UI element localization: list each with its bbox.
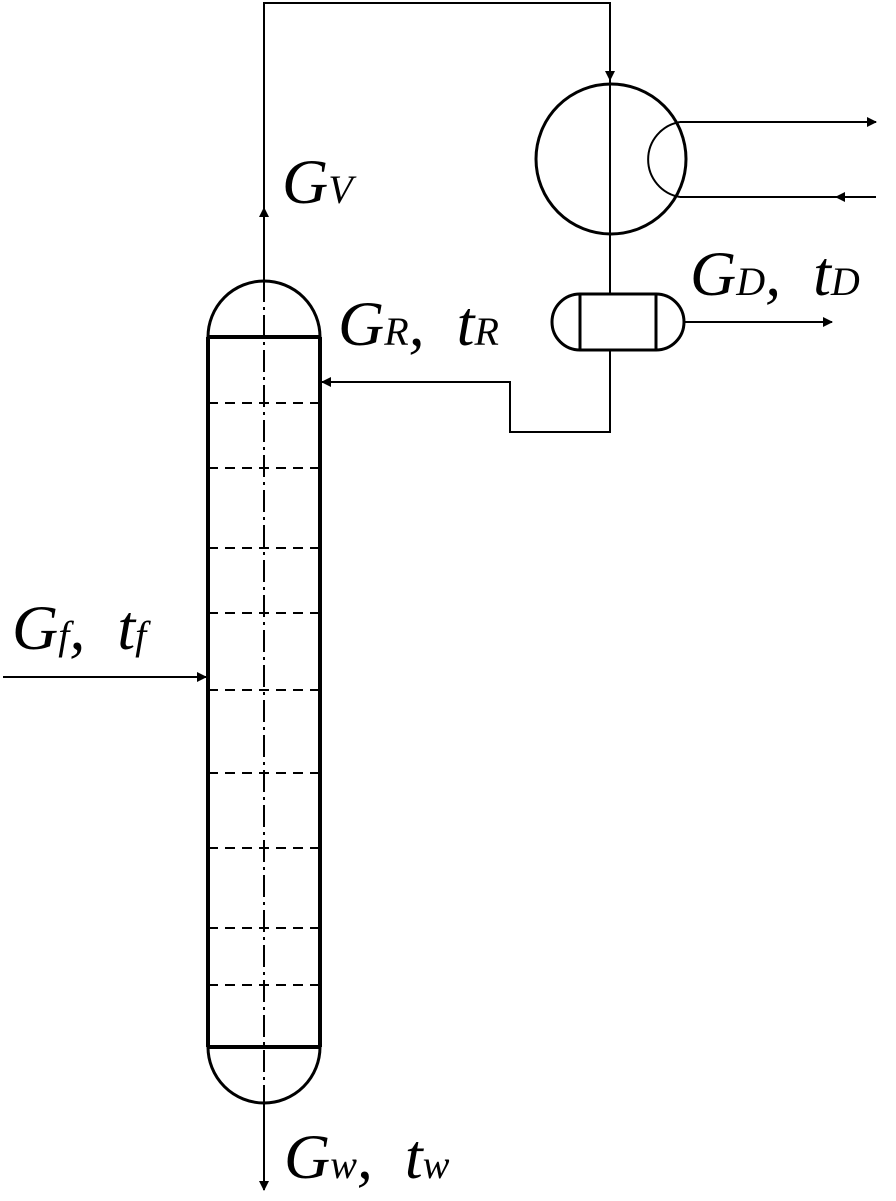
feed-label: Gf, tf <box>12 592 151 663</box>
distillate-label: GD, tD <box>690 238 860 309</box>
bottoms-label: Gw, tw <box>284 1121 450 1192</box>
cooling-coil <box>647 121 681 198</box>
vapor-line <box>263 2 611 208</box>
reflux-drum <box>550 292 686 352</box>
reflux-line <box>360 350 611 433</box>
reflux-label: GR, tR <box>338 288 499 359</box>
vapor-label: GV <box>282 146 357 217</box>
